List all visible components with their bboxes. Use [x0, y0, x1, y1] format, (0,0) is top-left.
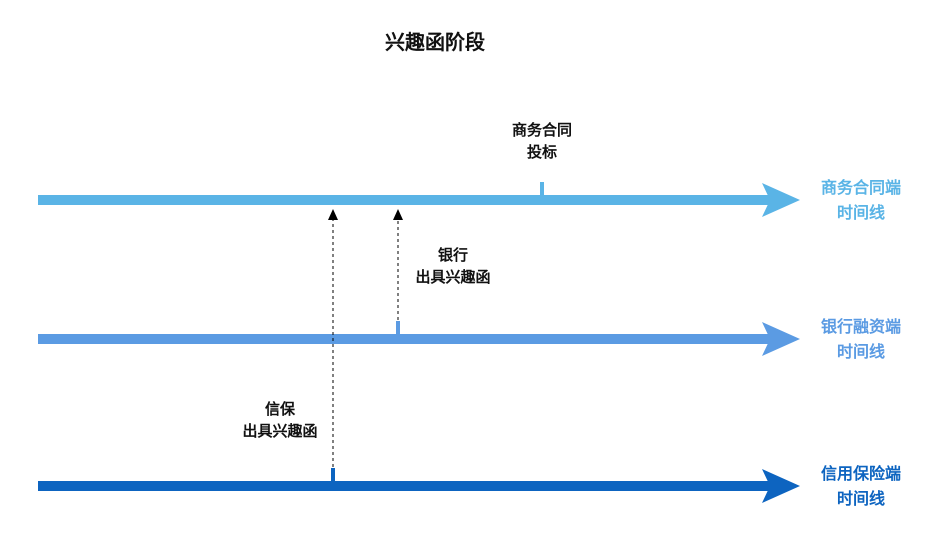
timeline-insurance: [38, 469, 800, 503]
bank-connector-arrowhead: [393, 209, 403, 220]
event-label-line2: 投标: [526, 143, 557, 161]
timeline-label-insurance: 信用保险端 时间线: [806, 461, 916, 511]
timeline-insurance-bar: [38, 481, 776, 491]
timeline-commercial-bar: [38, 195, 776, 205]
timeline-label-line1: 商务合同端: [820, 178, 901, 197]
timeline-label-bank: 银行融资端 时间线: [806, 314, 916, 364]
event-label-line1: 商务合同: [511, 121, 572, 139]
timeline-bank-bar: [38, 334, 776, 344]
timeline-commercial-arrowhead: [762, 183, 800, 217]
event-label-bank-letter: 银行 出具兴趣函: [398, 244, 508, 288]
timeline-label-line1: 银行融资端: [820, 317, 901, 336]
timeline-label-commercial: 商务合同端 时间线: [806, 175, 916, 225]
timeline-bank: [38, 322, 800, 356]
event-label-commercial-bid: 商务合同 投标: [492, 119, 592, 163]
timeline-label-line2: 时间线: [836, 489, 885, 508]
insurance-connector-arrowhead: [328, 209, 338, 220]
timeline-label-line1: 信用保险端: [820, 464, 901, 483]
event-tick-bank-letter: [396, 321, 400, 334]
event-label-line2: 出具兴趣函: [242, 422, 318, 440]
timeline-commercial: [38, 183, 800, 217]
timeline-bank-arrowhead: [762, 322, 800, 356]
timeline-insurance-arrowhead: [762, 469, 800, 503]
diagram-title: 兴趣函阶段: [385, 30, 485, 54]
timeline-label-line2: 时间线: [836, 342, 885, 361]
event-tick-insurance-letter: [331, 468, 335, 481]
event-label-line1: 信保: [264, 400, 295, 418]
event-label-line2: 出具兴趣函: [415, 268, 491, 286]
event-label-insurance-letter: 信保 出具兴趣函: [225, 398, 335, 442]
event-label-line1: 银行: [437, 246, 468, 264]
event-tick-commercial-bid: [540, 182, 544, 195]
timeline-label-line2: 时间线: [836, 203, 885, 222]
